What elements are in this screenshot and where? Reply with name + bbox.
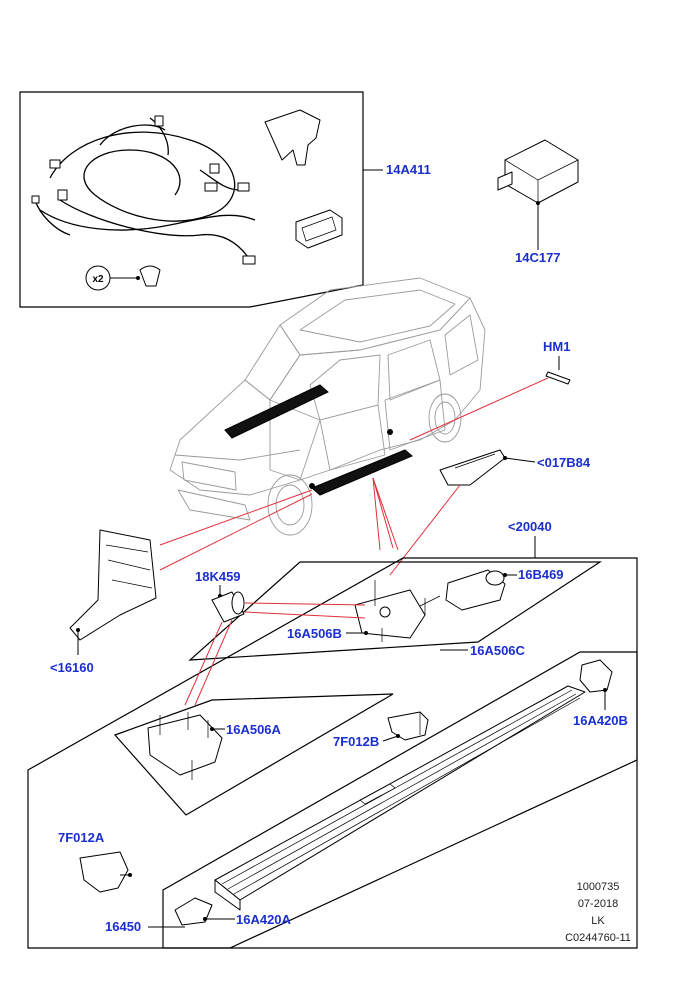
switch-bezel-icon	[295, 209, 343, 249]
connector-icon	[209, 163, 220, 174]
bracket-16a506b: 16A506B	[287, 580, 426, 642]
clip-icon	[139, 265, 161, 287]
running-board-assembly: <20040 16B469 16A506B 18K45	[27, 477, 638, 949]
harness-kit-panel: x2 14A411	[19, 91, 431, 308]
harness-kit-frame	[19, 91, 364, 308]
cover-icon	[439, 449, 506, 486]
bracket-a-panel-frame	[113, 693, 394, 816]
label-16b469[interactable]: 16B469	[518, 567, 564, 582]
connector-icon	[242, 255, 256, 265]
motor-panel-frame	[188, 561, 603, 661]
label-16160[interactable]: <16160	[50, 660, 94, 675]
label-16a420a[interactable]: 16A420A	[236, 912, 292, 927]
cover-017b84: <017B84	[389, 449, 591, 576]
connector-icon	[154, 115, 164, 127]
label-16a506a[interactable]: 16A506A	[226, 722, 282, 737]
running-board-left-icon	[224, 384, 329, 439]
trim-panel-16160: <16160	[50, 489, 313, 675]
label-7f012a[interactable]: 7F012A	[58, 830, 105, 845]
stop-bracket-icon	[387, 711, 429, 741]
bolt-icon	[545, 371, 571, 385]
wiring-harness	[31, 115, 256, 265]
label-hm1[interactable]: HM1	[543, 339, 570, 354]
ref-line-2: 07-2018	[578, 898, 618, 910]
clip-quantity: x2	[85, 265, 161, 291]
ref-line-3: LK	[591, 915, 605, 927]
connector-icon	[49, 159, 61, 169]
trim-panel-icon	[69, 529, 157, 641]
running-board-right-icon	[311, 449, 413, 496]
connector-icon	[57, 189, 68, 201]
stop-bracket-7f012b: 7F012B	[333, 711, 429, 749]
bracket-a-icon	[147, 714, 223, 776]
hm1-bolt: HM1	[409, 339, 571, 441]
ref-line-4: C0244760-11	[565, 932, 631, 944]
label-14c177[interactable]: 14C177	[515, 250, 561, 265]
instruction-sheet-icon	[264, 109, 321, 166]
label-7f012b[interactable]: 7F012B	[333, 734, 379, 749]
step-board-panel-frame	[162, 651, 638, 949]
label-20040[interactable]: <20040	[508, 519, 552, 534]
step-board-16450: 16450	[105, 685, 586, 934]
label-16450[interactable]: 16450	[105, 919, 141, 934]
label-16a420b[interactable]: 16A420B	[573, 713, 628, 728]
end-cap-front-icon	[174, 897, 213, 926]
bush-18k459: 18K459	[184, 569, 366, 706]
control-module: 14C177	[497, 139, 579, 265]
motor-16b469: 16B469	[419, 567, 564, 611]
end-cap-16a420a: 16A420A	[174, 897, 292, 927]
vehicle-illustration	[169, 277, 486, 536]
label-16a506c[interactable]: 16A506C	[470, 643, 526, 658]
connector-icon	[31, 195, 40, 204]
control-module-icon	[504, 139, 579, 204]
ref-line-1: 1000735	[577, 881, 620, 893]
stop-cap-icon	[79, 851, 129, 893]
label-14a411[interactable]: 14A411	[386, 162, 431, 177]
label-18k459[interactable]: 18K459	[195, 569, 241, 584]
reference-block: 1000735 07-2018 LK C0244760-11	[565, 881, 631, 944]
stop-cap-7f012a: 7F012A	[58, 830, 132, 893]
connector-icon	[204, 182, 218, 192]
label-16a506b[interactable]: 16A506B	[287, 626, 342, 641]
bracket-16a506a: 16A506A	[147, 712, 282, 780]
quantity-text: x2	[92, 274, 104, 285]
label-017b84[interactable]: <017B84	[537, 455, 591, 470]
end-cap-16a420b: 16A420B	[573, 659, 628, 728]
assembly-frame	[27, 557, 638, 949]
end-cap-rear-icon	[579, 659, 613, 693]
connector-icon	[237, 182, 250, 192]
